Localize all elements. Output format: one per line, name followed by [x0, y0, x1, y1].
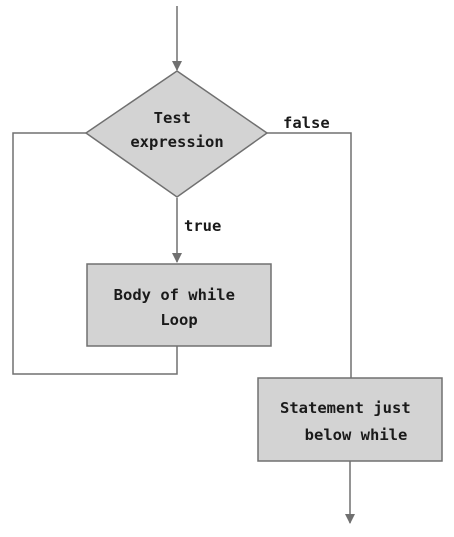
statement-after-label: Statement just below while [280, 399, 420, 444]
test-expression-diamond [84, 70, 269, 198]
false-label: false [283, 114, 330, 132]
test-expression-label: Test expression [130, 109, 223, 151]
loop-body-box [86, 263, 272, 347]
true-label: true [184, 217, 221, 235]
test-expression-line-2: expression [130, 133, 223, 151]
loop-back-connector [12, 132, 178, 375]
statement-after-line-2: below while [305, 426, 408, 444]
statement-after-line-1: Statement just [280, 399, 411, 417]
loop-body-line-2: Loop [160, 311, 197, 329]
loop-body-line-1: Body of while [114, 286, 235, 304]
loop-body-label: Body of while Loop [114, 286, 245, 329]
statement-after-box [257, 377, 443, 462]
test-expression-line-1: Test [154, 109, 191, 127]
false-connector [267, 132, 352, 378]
